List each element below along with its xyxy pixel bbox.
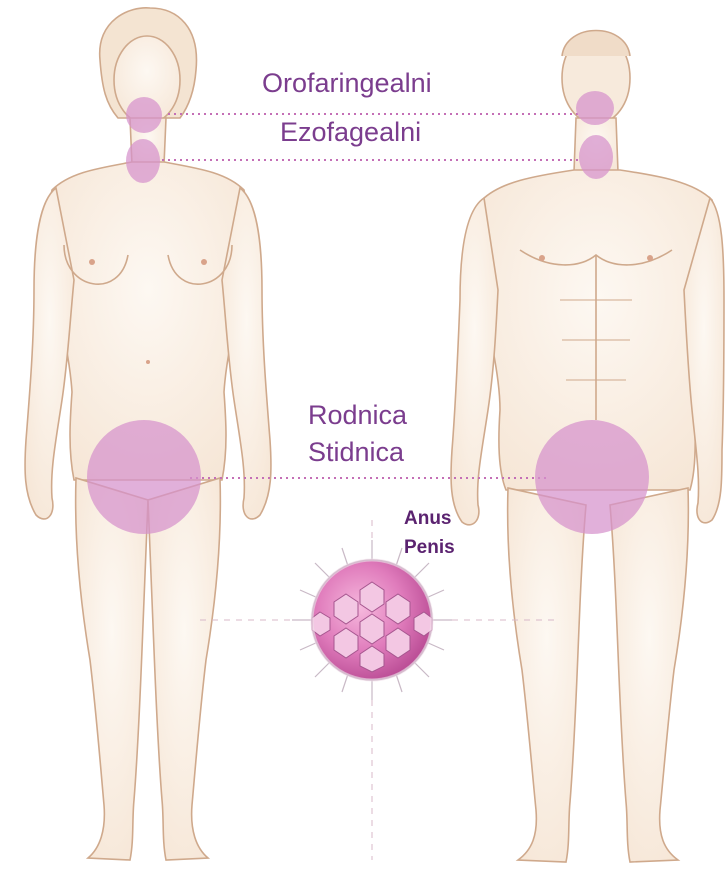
male-throat-highlight — [579, 135, 613, 179]
label-penis: Penis — [404, 537, 455, 559]
label-vulva: Stidnica — [308, 437, 404, 468]
female-mouth-highlight — [126, 97, 162, 133]
male-pelvic-highlight — [535, 420, 649, 534]
male-mouth-highlight — [576, 91, 614, 125]
label-esophageal: Ezofagealni — [280, 117, 421, 148]
label-vagina: Rodnica — [308, 400, 407, 431]
label-oropharyngeal: Orofaringealni — [262, 68, 432, 99]
female-throat-highlight — [126, 139, 160, 183]
female-pelvic-highlight — [87, 420, 201, 534]
label-anus: Anus — [404, 508, 452, 530]
virus-particle-icon — [292, 540, 452, 700]
